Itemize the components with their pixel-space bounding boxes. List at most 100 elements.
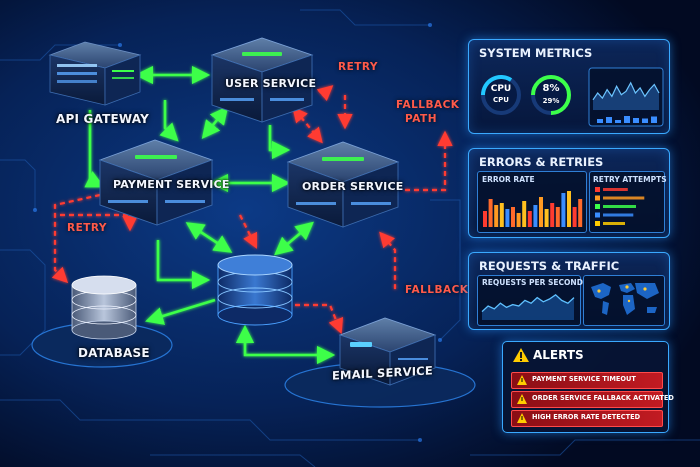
api-gateway-node[interactable] [48,41,142,106]
alert-text: PAYMENT SERVICE TIMEOUT [532,375,636,383]
error-rate-bar [483,211,487,227]
map-africa [623,295,635,315]
error-rate-bar [578,199,583,227]
gauge2-line1: 8% [542,83,560,94]
database-label: DATABASE [78,346,150,360]
error-rate-bar [511,207,515,227]
map-asia [635,283,659,299]
fallback-path-label: FALLBACK [396,99,460,111]
error-rate-bar [488,199,493,227]
arrow-retry-user-top [316,85,334,102]
cpu-gauge-arc [480,74,513,96]
payment-service-node[interactable] [98,139,214,226]
database-node[interactable] [71,275,137,340]
alerts-title: ALERTS [533,348,584,362]
retry-attempt-bar [603,222,625,225]
requests-traffic-panel: REQUESTS & TRAFFIC REQUESTS PER SECOND [468,252,670,330]
metrics-bar [633,118,639,123]
error-rate-bar [561,193,566,227]
arrow-retry-payment-db [51,193,101,284]
arrow-user-order-dashed [292,106,323,144]
arrow-user-order [268,125,291,160]
warning-icon [517,413,527,423]
alert-text: HIGH ERROR RATE DETECTED [532,413,641,421]
retry-attempt-bar [603,188,628,191]
metrics-bar [624,116,630,123]
retry-legend-swatch [595,187,600,192]
warning-icon [513,348,529,362]
user-service-label: USER SERVICE [225,77,317,90]
gauge2-line2: 29% [542,97,560,105]
rps-area [482,294,574,320]
metrics-bar [642,118,648,123]
error-rate-bar [533,205,538,227]
metrics-chart-box [588,67,664,127]
retry-attempt-bar [603,205,636,208]
fallback-path-label-2: PATH [405,113,437,125]
error-rate-bar [516,213,521,227]
retry-legend-swatch [595,212,600,218]
success-arrows [84,65,336,365]
retry-attempt-bar [603,196,645,200]
requests-traffic-title: REQUESTS & TRAFFIC [479,259,620,273]
arrow-cluster-email [235,324,336,365]
retry-attempts-box [589,171,665,233]
arrow-payment-db [185,222,233,253]
errors-retries-title: ERRORS & RETRIES [479,155,604,169]
map-hotspots [597,285,647,303]
alert-text: ORDER SERVICE FALLBACK ACTIVATED [532,394,674,402]
metrics-bar [651,116,657,123]
arrow-gateway-down [159,100,179,142]
metrics-bars [597,116,657,123]
warning-icon [517,375,527,385]
retry-label-left: RETRY [67,222,108,234]
arrow-cluster-database [145,298,216,325]
gauge1-line1: CPU [490,84,512,94]
alert-item[interactable]: HIGH ERROR RATE DETECTED [511,410,663,427]
arrow-gateway-payment [84,110,105,188]
retry-legend-swatch [595,204,600,209]
map-australia [647,307,657,313]
error-rate-bar [522,201,527,227]
world-map [591,283,659,315]
alerts-panel: ALERTS PAYMENT SERVICE TIMEOUT ORDER SER… [502,341,674,433]
error-rate-bar [555,207,560,227]
metrics-bar [606,117,612,123]
errors-retries-panel: ERRORS & RETRIES ERROR RATE RETRY ATTEMP… [468,148,670,238]
error-rate-bar [527,211,532,227]
user-service-node[interactable] [210,37,314,123]
rps-line-chart [481,293,575,320]
traffic-graphics [481,283,659,320]
alert-item[interactable]: PAYMENT SERVICE TIMEOUT [511,372,663,389]
api-gateway-label: API GATEWAY [56,112,150,126]
retry-attempts-label: RETRY ATTEMPTS [593,175,667,184]
payment-service-label: PAYMENT SERVICE [113,178,230,191]
error-rate-bar [544,209,549,227]
email-service-node[interactable] [338,317,437,386]
error-rate-bar [550,203,555,227]
error-rate-bar [494,205,499,227]
error-rate-bar [505,209,510,227]
circuit-dots [33,23,442,442]
retry-legend-swatch [595,221,600,226]
fallback-label-right: FALLBACK [405,284,469,296]
retry-attempt-bars [595,187,645,226]
error-rate-label: ERROR RATE [482,175,535,184]
sparkline-area [593,82,659,110]
cluster-node[interactable] [217,254,293,326]
arrow-cluster-email-dashed [295,303,344,335]
error-rate-bar [539,197,543,227]
order-service-node[interactable] [286,141,400,228]
rps-label: REQUESTS PER SECOND [482,278,583,287]
error-rate-bars [483,191,583,227]
gauge1-line2: CPU [493,96,509,104]
alert-item[interactable]: ORDER SERVICE FALLBACK ACTIVATED [511,391,674,408]
order-service-label: ORDER SERVICE [302,180,404,193]
warning-icon [517,394,527,404]
retry-arrows [51,85,453,335]
circuit-traces [0,9,700,467]
arrow-user-payment [201,105,229,140]
map-north-america [591,283,611,299]
metrics-sparkline [592,81,660,110]
arrow-payment-cluster-dashed [239,214,257,249]
